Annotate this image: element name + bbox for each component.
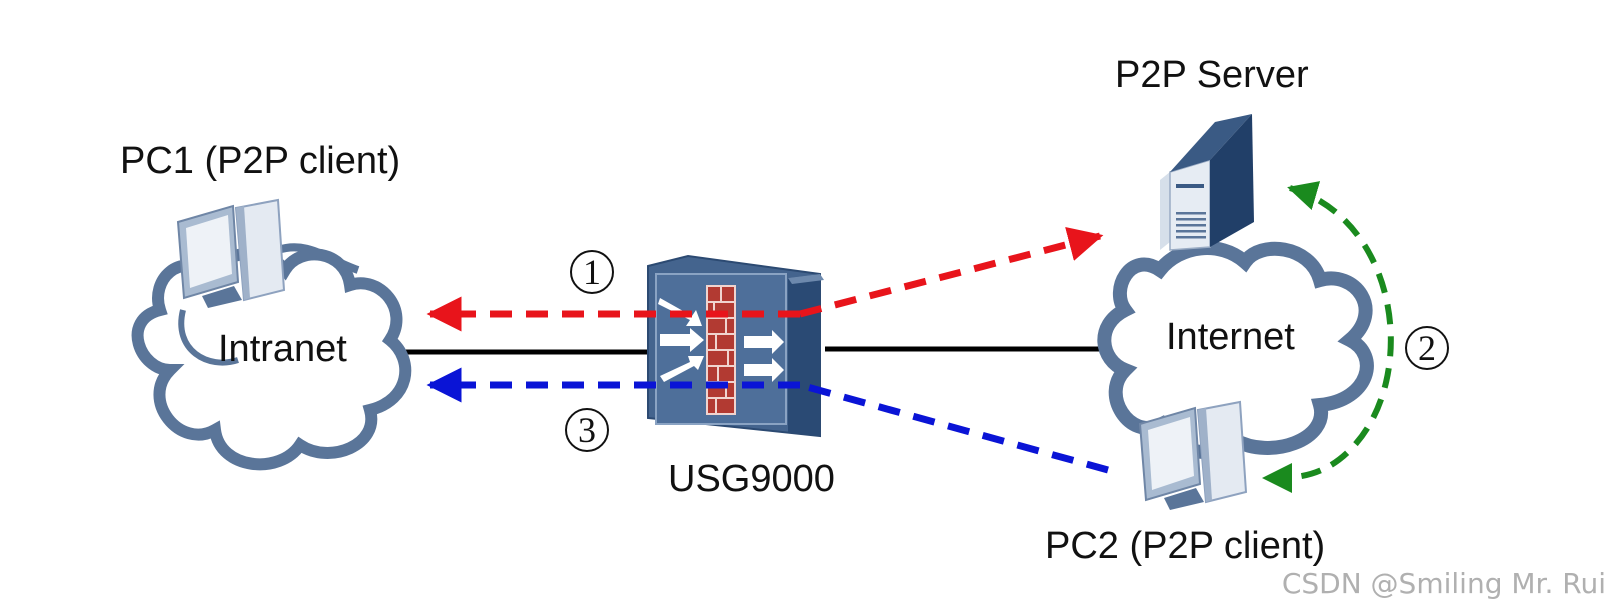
internet-label: Internet xyxy=(1166,316,1295,358)
server-label: P2P Server xyxy=(1115,54,1309,96)
pc1-desktop-icon xyxy=(176,198,360,366)
step-1-number: 1 xyxy=(583,252,601,292)
firewall-label: USG9000 xyxy=(668,458,835,500)
pc2-label: PC2 (P2P client) xyxy=(1045,525,1326,567)
step-3-marker: 3 xyxy=(565,408,609,452)
p2p-server-icon xyxy=(1160,114,1254,251)
usg9000-firewall-icon xyxy=(647,254,824,438)
flow-1-to-server xyxy=(799,226,1104,318)
pc2-desktop-icon xyxy=(1138,400,1248,510)
step-2-number: 2 xyxy=(1418,328,1436,368)
flow-2-server-pc2 xyxy=(1262,181,1394,494)
step-3-number: 3 xyxy=(578,410,596,450)
pc1-label: PC1 (P2P client) xyxy=(120,140,401,182)
flow-3-from-pc2 xyxy=(799,381,1109,474)
step-1-marker: 1 xyxy=(570,250,614,294)
watermark: CSDN @Smiling Mr. Rui xyxy=(1281,567,1606,600)
step-2-marker: 2 xyxy=(1405,326,1449,370)
intranet-label: Intranet xyxy=(218,328,347,370)
